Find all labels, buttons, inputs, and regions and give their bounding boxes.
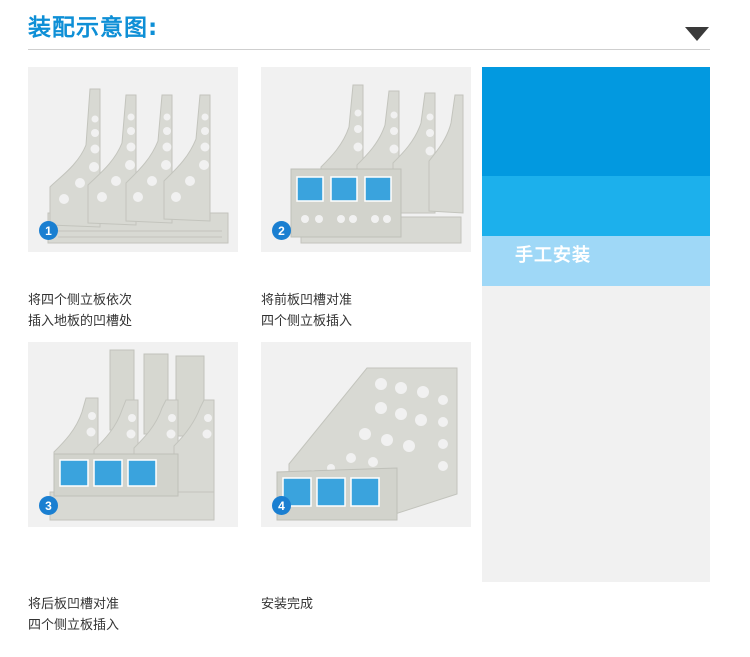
step-1-caption: 将四个侧立板依次 插入地板的凹槽处 xyxy=(28,293,133,329)
step-2-caption: 将前板凹槽对准 四个侧立板插入 xyxy=(261,293,353,329)
chevron-down-icon[interactable] xyxy=(685,27,709,41)
organizer-back-illustration xyxy=(49,349,215,521)
step-number-badge: 4 xyxy=(272,496,291,515)
section-header: 装配示意图: xyxy=(0,0,750,52)
manual-install-label: 手工安装 xyxy=(515,245,591,266)
organizer-front-illustration xyxy=(290,84,464,244)
step-1-image: 1 xyxy=(28,67,238,252)
organizer-sides-illustration xyxy=(47,88,229,244)
panel-band-dark xyxy=(482,67,710,176)
header-divider xyxy=(28,49,710,50)
panel-band-mid xyxy=(482,176,710,236)
step-3-caption: 将后板凹槽对准 四个侧立板插入 xyxy=(28,597,120,633)
step-4-image: 4 xyxy=(261,342,471,527)
manual-install-panel: 手工安装 xyxy=(482,67,710,582)
page-title: 装配示意图: xyxy=(28,15,159,41)
step-4-caption: 安装完成 xyxy=(261,597,314,612)
step-number-badge: 1 xyxy=(39,221,58,240)
panel-band-light xyxy=(482,236,710,286)
organizer-complete-illustration xyxy=(276,367,458,521)
step-2-image: 2 xyxy=(261,67,471,252)
step-3-image: 3 xyxy=(28,342,238,527)
step-number-badge: 2 xyxy=(272,221,291,240)
step-number-badge: 3 xyxy=(39,496,58,515)
